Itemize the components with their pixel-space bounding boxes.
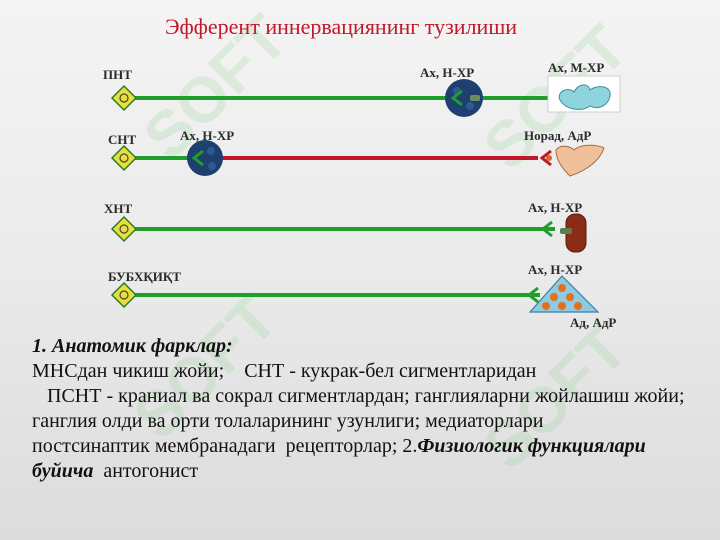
receptor-icon: [546, 155, 552, 161]
arrowhead-icon: [450, 89, 463, 107]
text-line: МНСдан чикиш жойи; СНТ - кукрак-бел сигм…: [32, 360, 537, 382]
target-label: Норад, АдР: [524, 128, 591, 143]
ganglion-label: Ах, Н-ХР: [420, 65, 474, 80]
gland-icon: [558, 84, 611, 110]
row-label: ХНТ: [104, 201, 133, 216]
arrowhead-icon: [526, 286, 539, 304]
chromaffin-cell: [550, 293, 558, 301]
arrowhead-icon: [539, 149, 552, 167]
chromaffin-cell: [558, 302, 566, 310]
arrowhead-icon: [191, 149, 204, 167]
slide-title: Эфферент иннервациянинг тузилиши: [165, 14, 518, 39]
neuron-body-icon: [110, 144, 138, 172]
neuron-body-icon: [110, 281, 138, 309]
body-text: 1. Анатомик фарклар: МНСдан чикиш жойи; …: [32, 334, 702, 484]
target-label: Ах, М-ХР: [548, 60, 604, 75]
synapse-icon: [470, 95, 480, 101]
efferent-diagram: ПНТ Ах, Н-ХР Ах, М-ХР СНТ Ах, Н-ХР: [103, 60, 621, 330]
row-label: ПНТ: [103, 67, 132, 82]
text-line: постсинаптик мембранадаги рецепторлар; 2…: [32, 434, 702, 484]
ganglion-dot: [207, 147, 215, 155]
chromaffin-cell: [574, 302, 582, 310]
row-snt: СНТ Ах, Н-ХР Норад, АдР: [108, 128, 605, 177]
nucleus-icon: [119, 224, 129, 234]
row-label: БУБХҚИҚТ: [108, 269, 181, 284]
target-label: Ах, Н-ХР: [528, 262, 582, 277]
text-line: ПСНТ - краниал ва сокрал сигментлардан; …: [32, 385, 690, 432]
neuron-body-icon: [110, 215, 138, 243]
nucleus-icon: [119, 93, 129, 103]
synapse-icon: [560, 228, 572, 234]
neuron-body-icon: [110, 84, 138, 112]
row-hnt: ХНТ Ах, Н-ХР: [104, 200, 587, 253]
nucleus-icon: [119, 290, 129, 300]
row-bubhqiqt: БУБХҚИҚТ Ах, Н-ХР Ад, АдР: [108, 262, 616, 330]
ganglion-label: Ах, Н-ХР: [180, 128, 234, 143]
nucleus-icon: [119, 153, 129, 163]
chromaffin-cell: [542, 302, 550, 310]
text-emphasis: Физиологик функциялари буйича: [32, 435, 646, 482]
target-label: Ах, Н-ХР: [528, 200, 582, 215]
text-fragment: антогонист: [93, 460, 199, 482]
heart-icon: [555, 144, 605, 177]
arrowhead-icon: [540, 220, 553, 238]
chromaffin-cell: [558, 284, 566, 292]
row-pnt: ПНТ Ах, Н-ХР Ах, М-ХР: [103, 60, 621, 117]
row-label: СНТ: [108, 132, 137, 147]
chromaffin-cell: [566, 293, 574, 301]
target-label-secondary: Ад, АдР: [570, 315, 616, 330]
ganglion-dot: [466, 102, 474, 110]
text-fragment: постсинаптик мембранадаги рецепторлар; 2…: [32, 435, 418, 457]
ganglion-dot: [208, 162, 216, 170]
section-heading: 1. Анатомик фарклар:: [32, 335, 233, 357]
